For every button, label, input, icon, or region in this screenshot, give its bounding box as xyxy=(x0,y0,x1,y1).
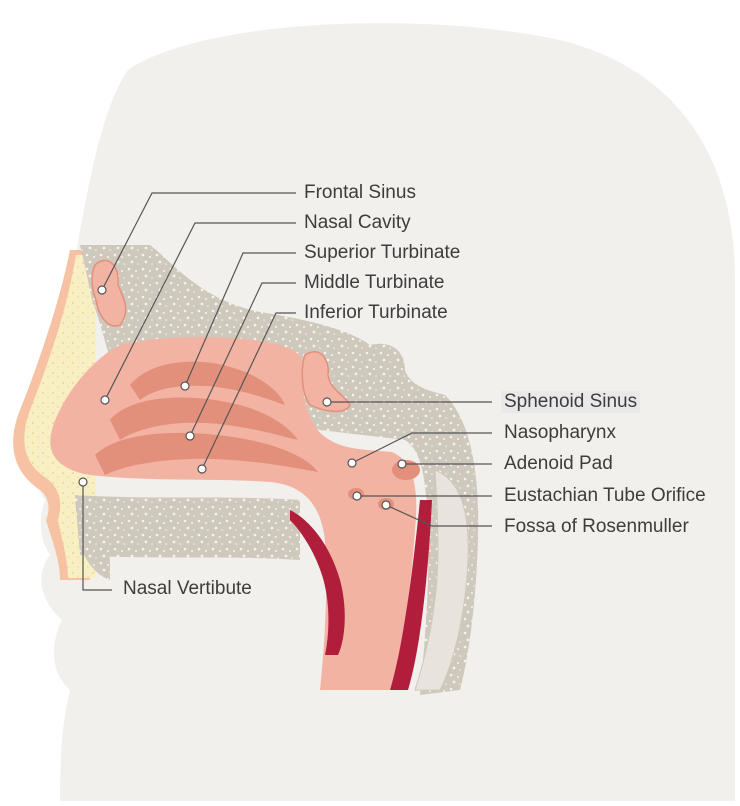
middle-turbinate-shape xyxy=(110,397,298,440)
label-middle-turbinate: Middle Turbinate xyxy=(304,272,445,293)
prevertebral-tissue xyxy=(414,469,469,691)
sphenoid-sinus-cavity xyxy=(301,351,351,413)
inferior-turbinate-shape xyxy=(95,432,318,475)
label-adenoid-pad: Adenoid Pad xyxy=(504,453,613,474)
palate-bone xyxy=(75,495,300,560)
label-frontal-sinus: Frontal Sinus xyxy=(304,182,416,203)
leader-lines xyxy=(82,192,492,591)
label-inferior-turbinate: Inferior Turbinate xyxy=(304,302,448,323)
label-fossa-of-rosenmuller: Fossa of Rosenmuller xyxy=(504,516,689,537)
upper-jaw-bone xyxy=(75,500,110,580)
leader-dots xyxy=(78,285,407,510)
label-eustachian-tube-orifice: Eustachian Tube Orifice xyxy=(504,485,706,506)
label-nasopharynx: Nasopharynx xyxy=(504,422,616,443)
soft-palate-muscle xyxy=(290,510,345,655)
frontal-sinus-cavity xyxy=(91,259,127,327)
label-nasal-vestibule: Nasal Vertibute xyxy=(123,578,252,599)
label-superior-turbinate: Superior Turbinate xyxy=(304,242,461,263)
label-sphenoid-sinus: Sphenoid Sinus xyxy=(501,391,641,413)
label-nasal-cavity: Nasal Cavity xyxy=(304,212,411,233)
superior-turbinate-shape xyxy=(130,361,285,405)
pharynx-muscle xyxy=(390,500,432,690)
